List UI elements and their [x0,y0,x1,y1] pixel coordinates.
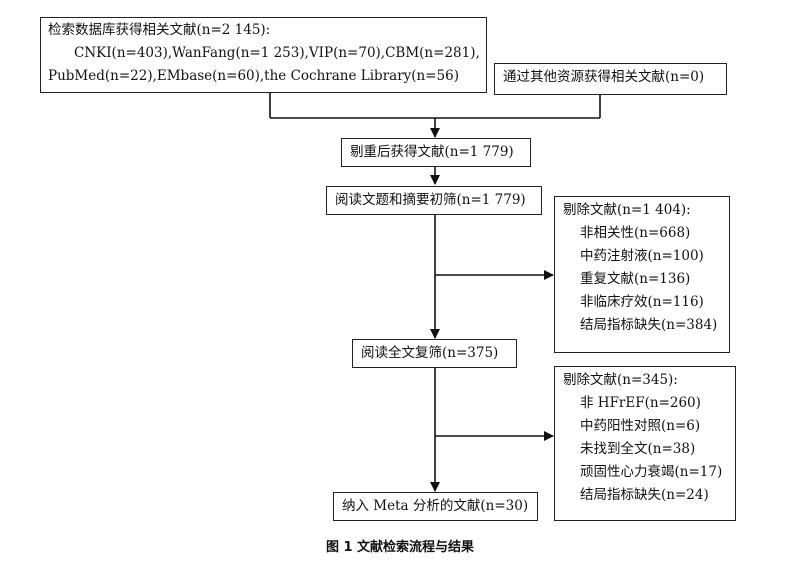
exclusion2-item: 非 HFrEF(n=260) [580,395,701,411]
search-title: 检索数据库获得相关文献(n=2 145): [48,22,271,38]
exclusion-box-1: 剔除文献(n=1 404): 非相关性(n=668) 中药注射液(n=100) … [554,196,730,353]
exclusion1-title: 剔除文献(n=1 404): [563,202,691,218]
exclusion1-item: 重复文献(n=136) [580,271,691,287]
exclusion2-item: 顽固性心力衰竭(n=17) [580,464,723,480]
exclusion1-item: 非相关性(n=668) [580,225,691,241]
exclusion2-item: 未找到全文(n=38) [580,441,696,457]
search-databases-box: 检索数据库获得相关文献(n=2 145): CNKI(n=403),WanFan… [40,17,487,93]
exclusion1-item: 中药注射液(n=100) [580,248,704,264]
title-abstract-screening-text: 阅读文题和摘要初筛(n=1 779) [335,192,526,208]
other-sources-box: 通过其他资源获得相关文献(n=0) [494,63,727,95]
exclusion-box-2: 剔除文献(n=345): 非 HFrEF(n=260) 中药阳性对照(n=6) … [554,366,736,521]
search-sources-line1: CNKI(n=403),WanFang(n=1 253),VIP(n=70),C… [74,45,480,61]
deduplicated-text: 剔重后获得文献(n=1 779) [350,144,514,160]
exclusion2-title: 剔除文献(n=345): [563,372,678,388]
exclusion2-item: 结局指标缺失(n=24) [580,487,709,503]
included-studies-box: 纳入 Meta 分析的文献(n=30) [333,492,538,521]
exclusion2-item: 中药阳性对照(n=6) [580,418,701,434]
other-sources-text: 通过其他资源获得相关文献(n=0) [503,69,705,85]
full-text-screening-text: 阅读全文复筛(n=375) [361,345,499,361]
exclusion1-item: 非临床疗效(n=116) [580,294,704,310]
search-sources-line2: PubMed(n=22),EMbase(n=60),the Cochrane L… [48,68,459,84]
included-studies-text: 纳入 Meta 分析的文献(n=30) [342,498,529,514]
deduplicated-box: 剔重后获得文献(n=1 779) [341,138,531,167]
full-text-screening-box: 阅读全文复筛(n=375) [352,339,517,368]
figure-caption: 图 1 文献检索流程与结果 [325,540,475,555]
exclusion1-item: 结局指标缺失(n=384) [580,317,718,333]
title-abstract-screening-box: 阅读文题和摘要初筛(n=1 779) [326,186,542,215]
